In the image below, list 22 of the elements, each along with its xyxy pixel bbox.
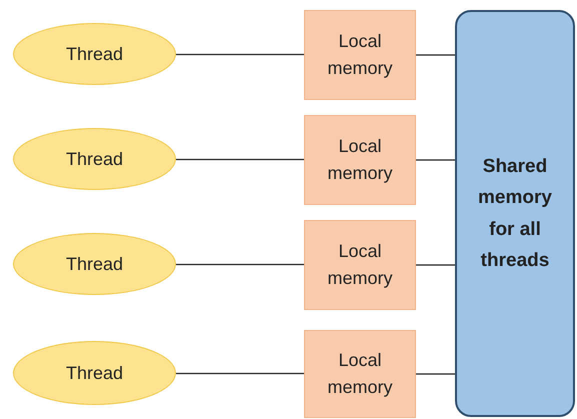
connector-line — [416, 264, 455, 266]
node-label: Thread — [66, 148, 124, 170]
node-label: Thread — [66, 362, 124, 384]
local-memory-box — [304, 220, 416, 310]
connector-line — [176, 158, 304, 160]
connector-line — [416, 54, 455, 56]
node-label: Thread — [66, 252, 124, 276]
node-label: Local memory — [326, 135, 394, 185]
node-label: Shared memory for all threads — [477, 154, 553, 273]
local-memory-box — [304, 115, 416, 205]
connector-line — [176, 54, 304, 56]
local-memory-box — [304, 10, 416, 100]
connector-line — [176, 264, 304, 266]
node-label: Local memory — [326, 349, 394, 399]
node-label: Local memory — [326, 240, 394, 290]
shared-memory-box — [455, 10, 575, 417]
connector-line — [416, 159, 455, 161]
connector-line — [416, 373, 455, 375]
node-label: Thread — [66, 42, 124, 66]
connector-line — [176, 372, 304, 374]
node-label: Local memory — [326, 30, 394, 80]
local-memory-box — [304, 330, 416, 418]
